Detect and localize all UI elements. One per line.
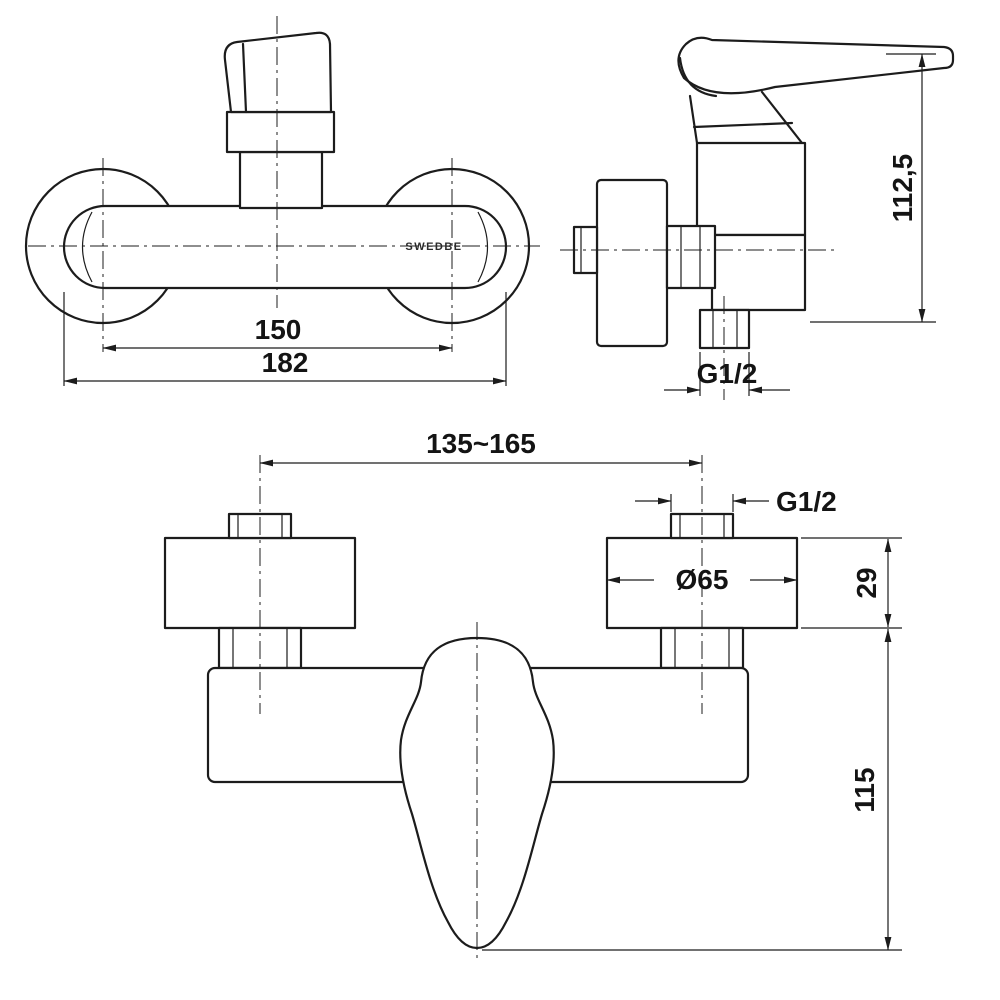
dim-150-label: 150 [255,314,302,345]
side-neck-right [760,90,804,145]
dim-182-label: 182 [262,347,309,378]
body-end-arc-right [477,211,488,283]
side-lever-pivot-line [678,56,718,98]
handle-neck [238,150,324,210]
side-view: 112,5 G1/2 [560,36,955,400]
side-neck-ring [692,121,794,129]
dim-112-label: 112,5 [887,154,918,223]
dim-d65-label: Ø65 [676,564,729,595]
bottom-view: 135~165 G1/2 Ø65 29 115 [163,428,902,962]
front-view: SWEDBE 150 182 [24,16,540,386]
side-lever [677,36,955,95]
side-body-upper [695,141,807,237]
dim-g12-bottom-label: G1/2 [776,486,837,517]
wall-plate [595,178,669,348]
hex-adapter [665,224,717,290]
dim-g12-side-label: G1/2 [697,358,758,389]
dim-115-label: 115 [849,767,880,812]
dim-29-label: 29 [851,567,882,598]
brand-label: SWEDBE [405,241,462,253]
dim-span-label: 135~165 [426,428,536,459]
handle-knob-edge [241,42,248,114]
handle-knob [223,31,333,114]
handle-collar [225,110,336,154]
side-neck-left [688,94,699,145]
side-body-lower [710,233,807,312]
body-end-arc-left [82,211,93,283]
